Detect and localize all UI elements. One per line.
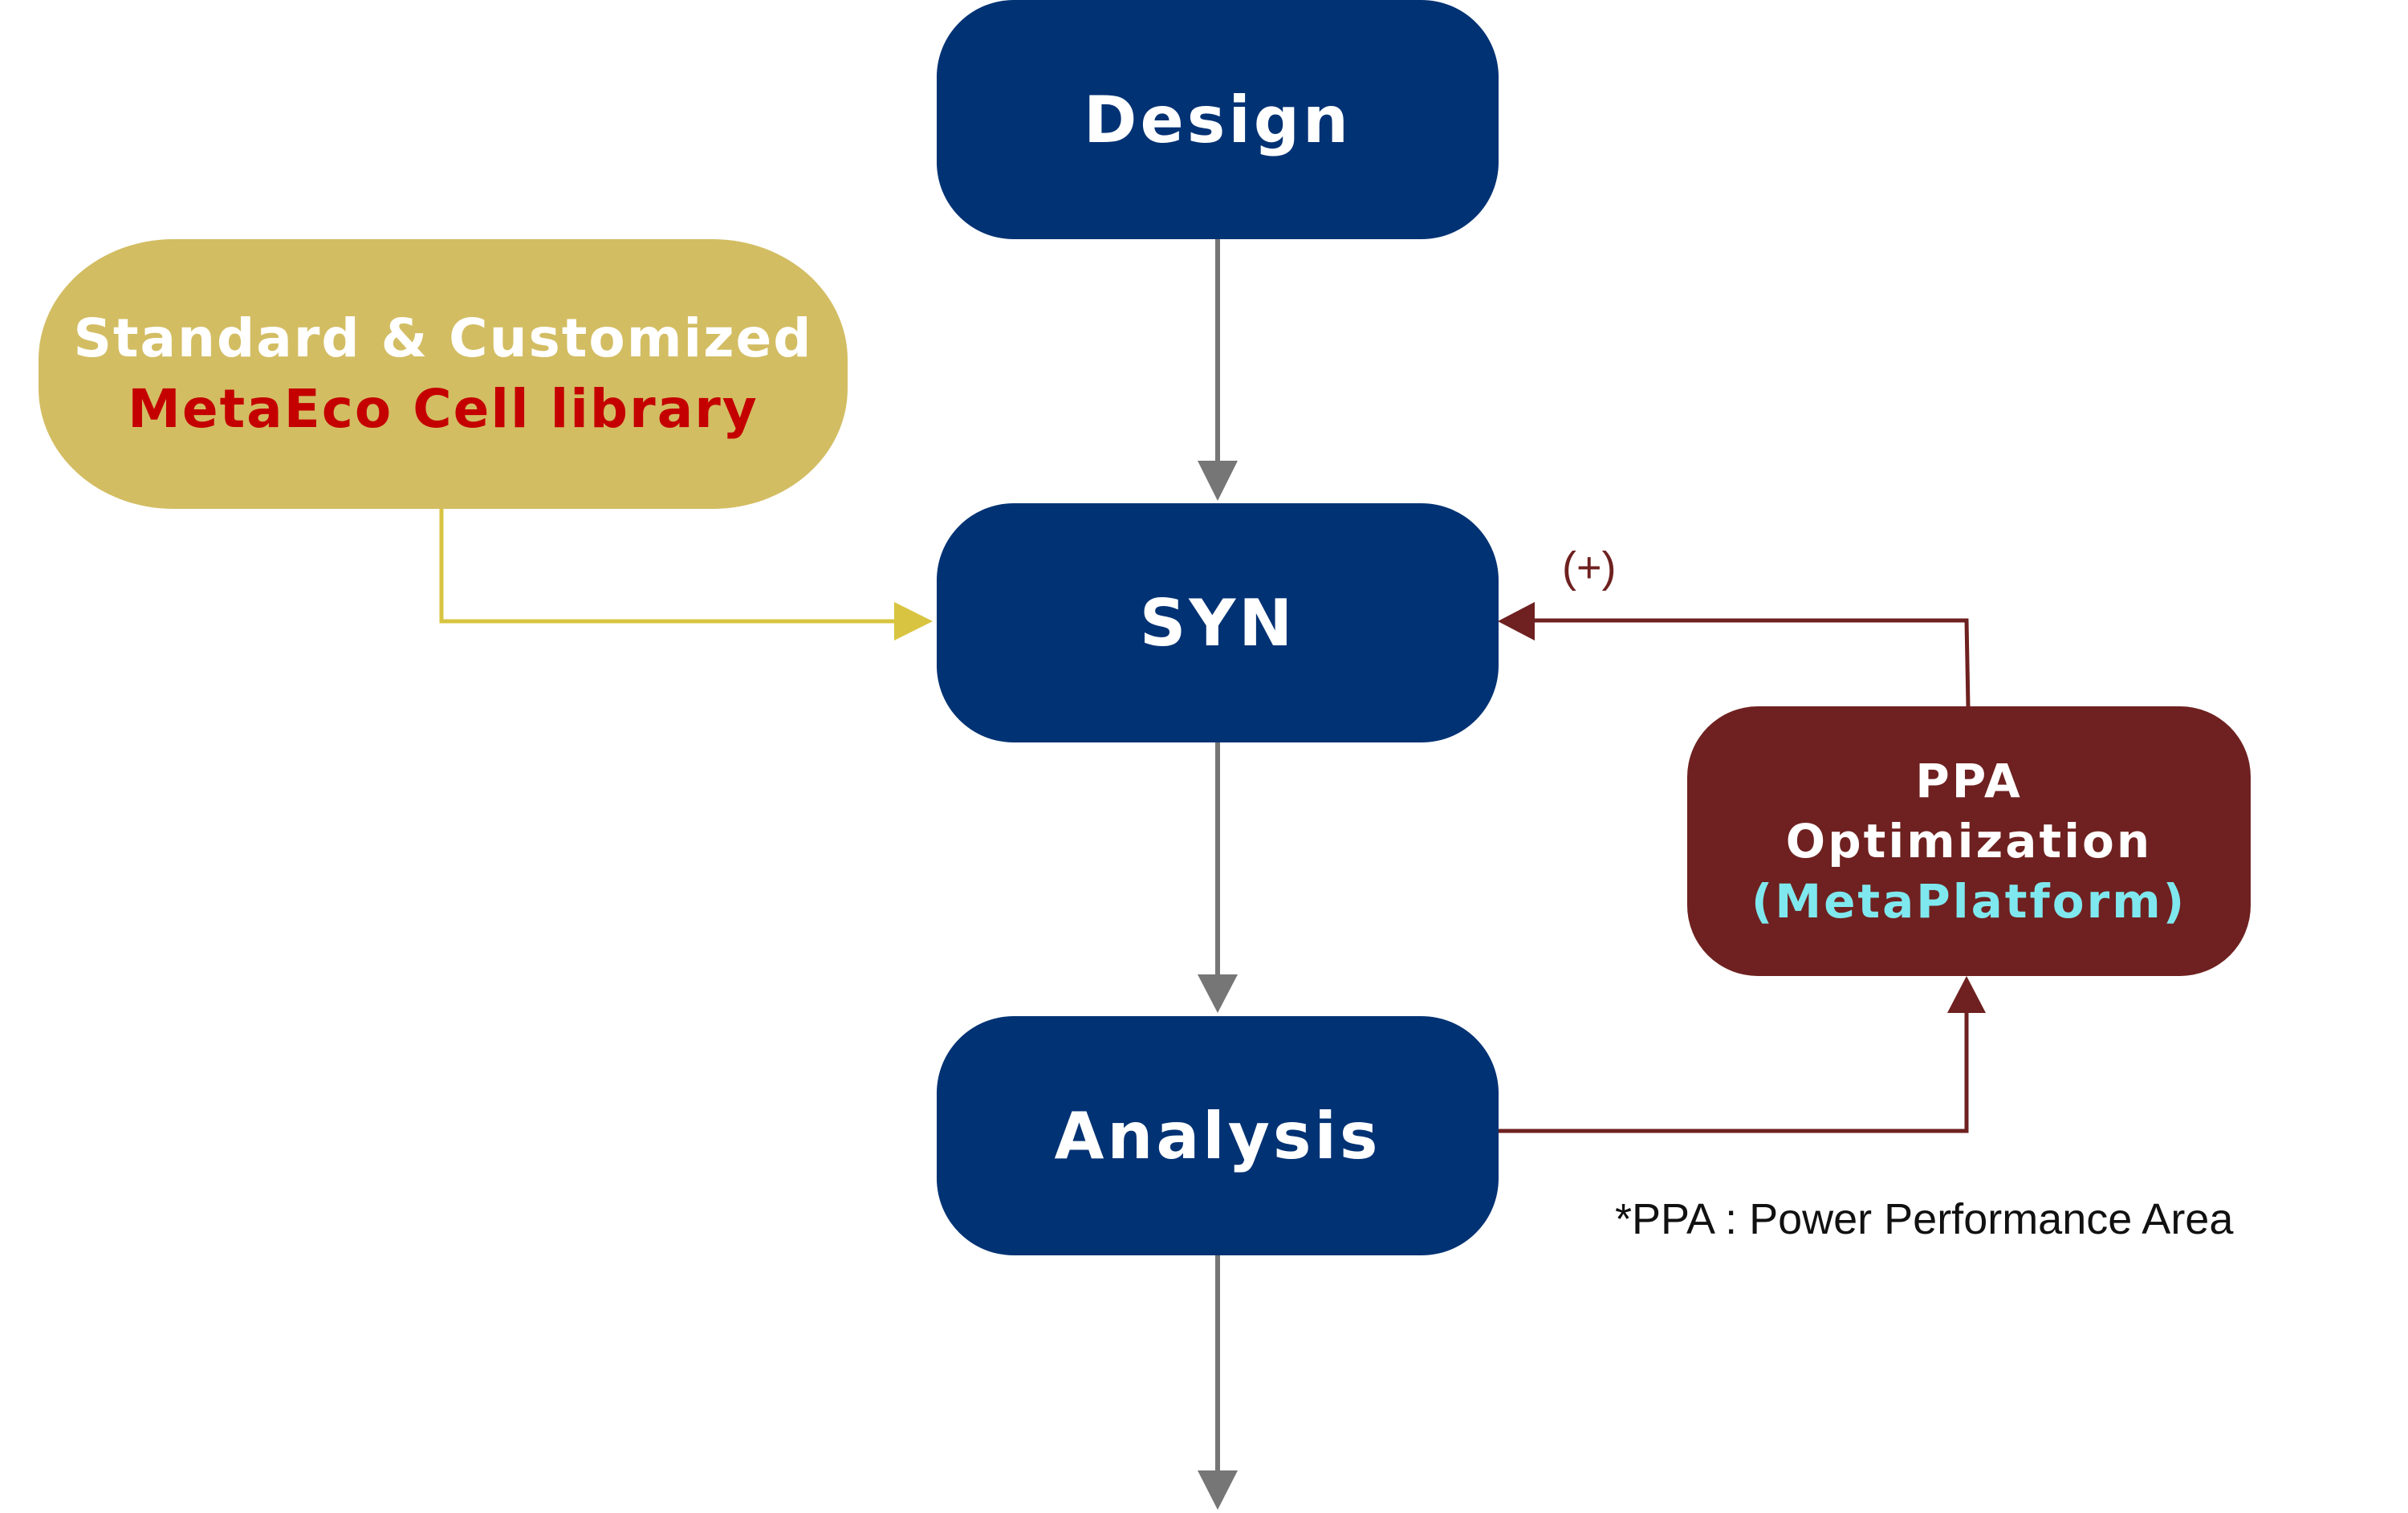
syn-label: SYN [1139, 585, 1296, 661]
syn-node: SYN [937, 503, 1499, 742]
ppa-optimization-node: PPA Optimization (MetaPlatform) [1687, 706, 2251, 976]
cell-library-label-line2: MetaEco Cell library [128, 378, 759, 440]
analysis-label: Analysis [1054, 1098, 1381, 1173]
feedback-edge-label: (+) [1562, 543, 1617, 592]
design-node: Design [937, 0, 1499, 239]
ppa-label-line3: (MetaPlatform) [1751, 873, 2187, 929]
analysis-node: Analysis [937, 1016, 1499, 1255]
arrow-design-to-syn [1198, 239, 1238, 501]
arrow-ppa-to-syn [1498, 602, 1971, 707]
arrow-syn-to-analysis [1198, 742, 1238, 1013]
design-label: Design [1084, 82, 1352, 157]
cell-library-label-line1: Standard & Customized [73, 307, 813, 369]
arrow-library-to-syn [439, 509, 933, 641]
arrow-analysis-to-next [1198, 1255, 1238, 1510]
ppa-footnote: *PPA : Power Performance Area [1615, 1195, 2234, 1243]
cell-library-node: Standard & Customized MetaEco Cell libra… [39, 239, 848, 509]
ppa-label-line1: PPA [1915, 753, 2023, 808]
arrow-analysis-to-ppa [1499, 976, 1986, 1133]
ppa-label-line2: Optimization [1785, 813, 2153, 868]
